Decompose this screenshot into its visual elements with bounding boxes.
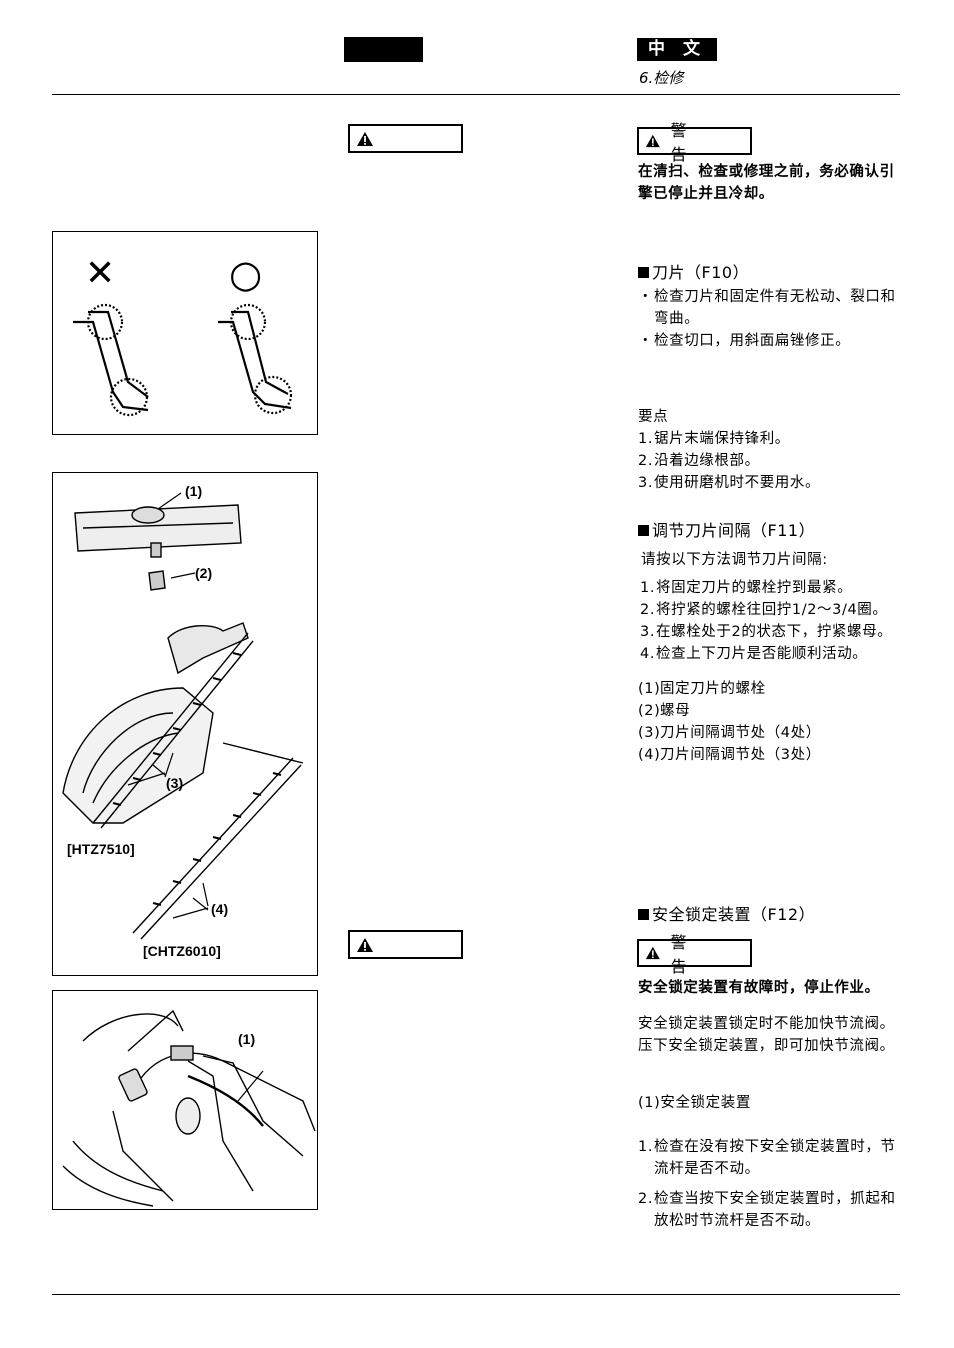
model-label-chtz6010: [CHTZ6010] [143, 943, 221, 959]
heading-square-icon [638, 909, 649, 920]
lock-heading-text: 安全锁定装置（F12） [652, 905, 816, 924]
warning-triangle-icon [357, 131, 373, 146]
warning-box-1: 警 告 [637, 121, 752, 164]
section-title: 6.检修 [639, 69, 684, 87]
heading-square-icon [638, 267, 649, 278]
figure-f11: (1) (2) (3) (4) [HTZ7510] [CHTZ6010] [52, 472, 318, 976]
lock-legend: (1)安全锁定装置 [638, 1095, 751, 1111]
gap-heading-text: 调节刀片间隔（F11） [652, 521, 816, 540]
list-item: ・检查刀片和固定件有无松动、裂口和弯曲。 [638, 289, 896, 327]
callout-1: (1) [185, 483, 203, 499]
list-item: 2.沿着边缘根部。 [638, 453, 760, 469]
callout-3: (3) [166, 775, 184, 791]
warning-label: 警 告 [670, 933, 705, 976]
list-item: 2.将拧紧的螺栓往回拧1/2～3/4圈。 [640, 602, 888, 618]
list-item: (2)螺母 [638, 703, 691, 719]
footer-rule [52, 1294, 900, 1295]
figure-f12: (1) [52, 990, 318, 1210]
list-item: (1)固定刀片的螺栓 [638, 681, 766, 697]
language-badge: 中 文 [637, 38, 717, 61]
header-rule [52, 94, 900, 95]
correct-mark-icon: ○ [229, 252, 263, 296]
lock-heading: 安全锁定装置（F12） [638, 904, 815, 926]
throttle-lock-illustration [62, 1009, 316, 1207]
lock-description: 安全锁定装置锁定时不能加快节流阀。压下安全锁定装置，即可加快节流阀。 [638, 1016, 895, 1054]
header-black-tab [344, 37, 423, 62]
points-title: 要点 [638, 409, 669, 425]
figure-f10: ✕ ○ [52, 231, 318, 435]
list-item: ・检查切口，用斜面扁锉修正。 [638, 333, 851, 349]
model-label-htz7510: [HTZ7510] [67, 841, 135, 857]
list-item: (3)刀片间隔调节处（4处） [638, 725, 821, 741]
hedge-trimmer-blade-illustration [62, 492, 304, 940]
blade-heading: 刀片（F10） [638, 262, 749, 284]
warning-triangle-icon [645, 946, 660, 960]
callout-1: (1) [238, 1031, 256, 1047]
gap-heading: 调节刀片间隔（F11） [638, 520, 815, 542]
list-item: 1.检查在没有按下安全锁定装置时，节流杆是否不动。 [638, 1139, 896, 1177]
warning-text-1: 在清扫、检查或修理之前，务必确认引擎已停止并且冷却。 [638, 164, 895, 202]
list-item: 3.使用研磨机时不要用水。 [638, 475, 821, 491]
warning-triangle-icon [645, 134, 660, 148]
list-item: (4)刀片间隔调节处（3处） [638, 747, 821, 763]
gap-intro: 请按以下方法调节刀片间隔: [641, 552, 828, 568]
list-item: 1.锯片末端保持锋利。 [638, 431, 790, 447]
heading-square-icon [638, 525, 649, 536]
blade-file-illustration [73, 303, 293, 417]
warning-box-2: 警 告 [637, 933, 752, 976]
wrong-mark-icon: ✕ [85, 253, 116, 294]
lock-checks: 1.检查在没有按下安全锁定装置时，节流杆是否不动。 2.检查当按下安全锁定装置时… [638, 1136, 900, 1232]
warning-text-2: 安全锁定装置有故障时，停止作业。 [638, 980, 880, 996]
warning-box-middle-2 [348, 930, 463, 959]
gap-steps: 1.将固定刀片的螺栓拧到最紧。 2.将拧紧的螺栓往回拧1/2～3/4圈。 3.在… [640, 577, 900, 665]
list-item: 4.检查上下刀片是否能顺利活动。 [640, 646, 868, 662]
list-item: 2.检查当按下安全锁定装置时，抓起和放松时节流杆是否不动。 [638, 1191, 896, 1229]
blade-heading-text: 刀片（F10） [652, 263, 750, 282]
list-item: 3.在螺栓处于2的状态下，拧紧螺母。 [640, 624, 893, 640]
gap-legend: (1)固定刀片的螺栓 (2)螺母 (3)刀片间隔调节处（4处） (4)刀片间隔调… [638, 678, 900, 766]
blade-items: ・检查刀片和固定件有无松动、裂口和弯曲。 ・检查切口，用斜面扁锉修正。 [638, 286, 900, 352]
callout-4: (4) [211, 901, 229, 917]
warning-box-middle-1 [348, 124, 463, 153]
warning-triangle-icon [357, 937, 373, 952]
warning-label: 警 告 [670, 121, 705, 164]
callout-2: (2) [195, 565, 213, 581]
points-list: 1.锯片末端保持锋利。 2.沿着边缘根部。 3.使用研磨机时不要用水。 [638, 428, 900, 494]
list-item: 1.将固定刀片的螺栓拧到最紧。 [640, 580, 853, 596]
